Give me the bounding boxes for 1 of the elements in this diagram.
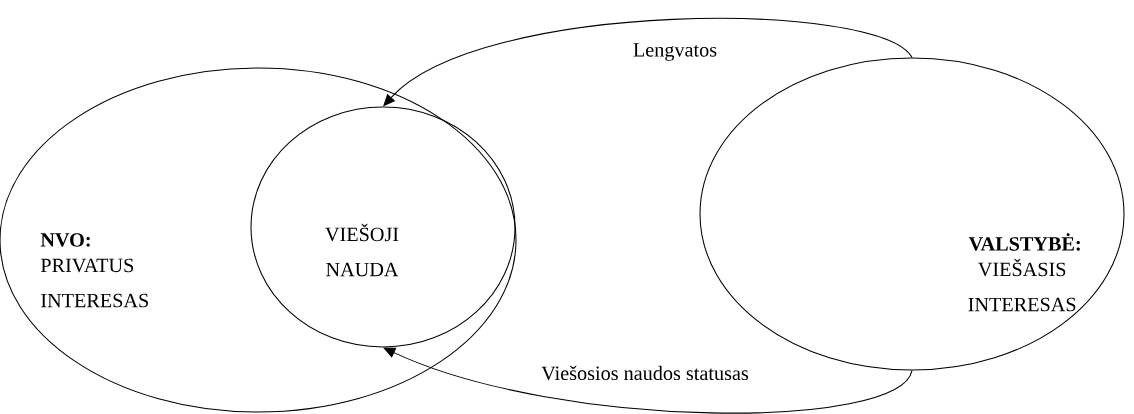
- curved-arrow: [383, 347, 913, 414]
